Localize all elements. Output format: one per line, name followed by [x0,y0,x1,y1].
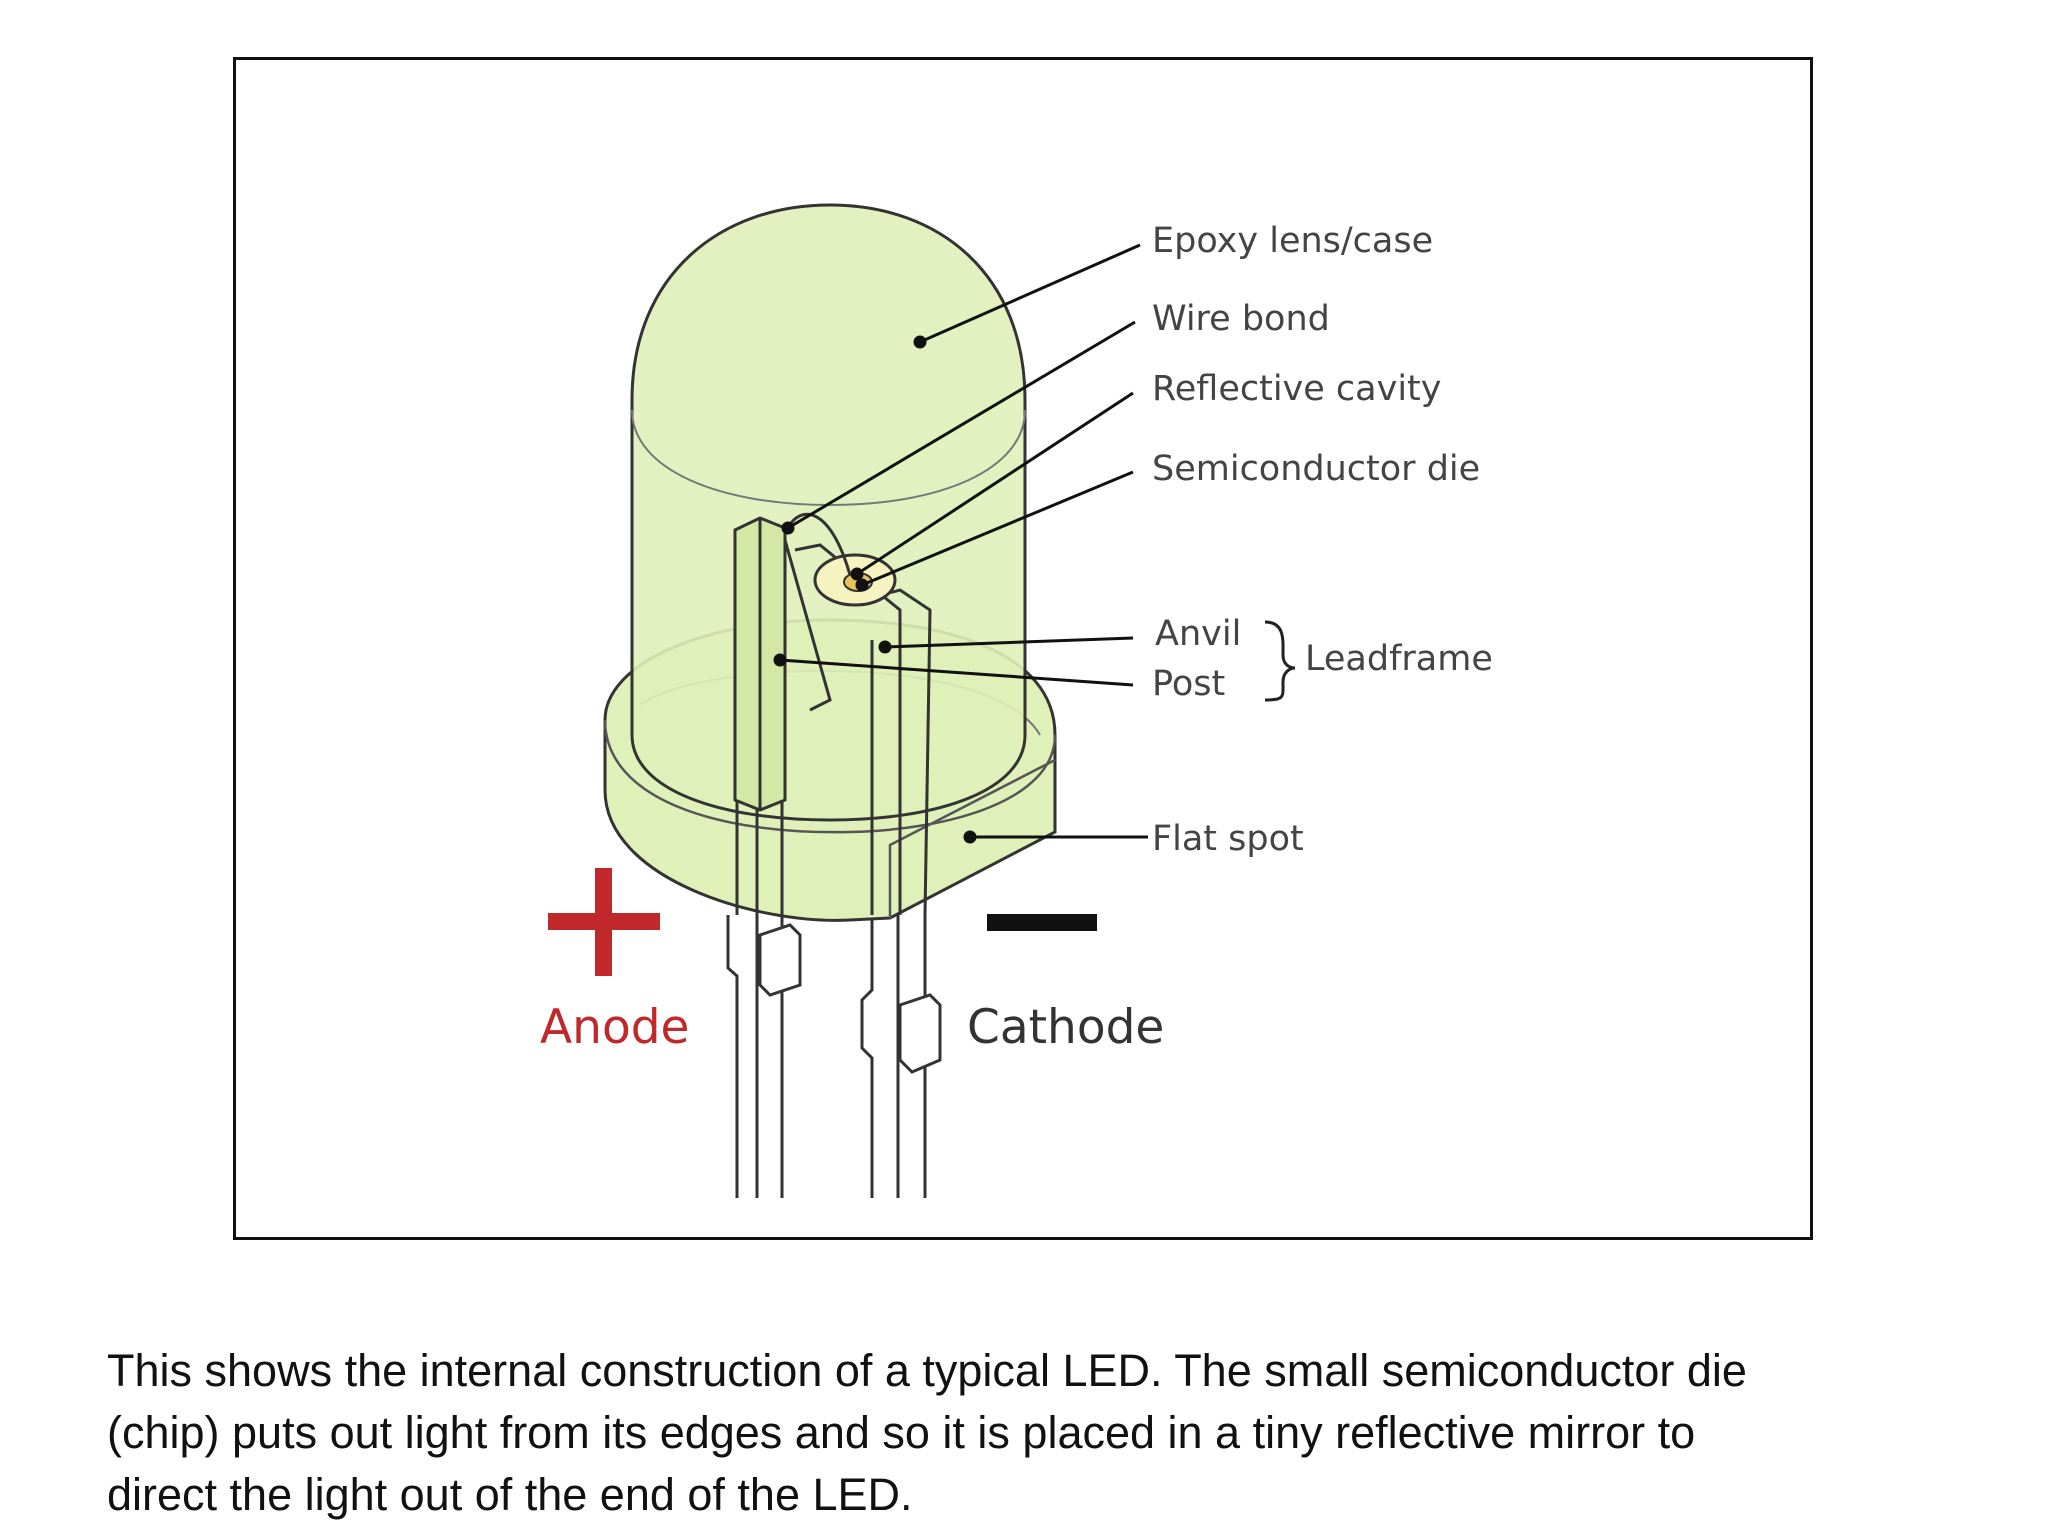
caption-line: (chip) puts out light from its edges and… [107,1407,1696,1458]
caption-line: This shows the internal construction of … [107,1345,1747,1396]
label-leadframe: Leadframe [1305,639,1493,679]
diagram-frame [233,57,1813,1240]
label-flat-spot: Flat spot [1152,819,1304,859]
wire-bond [786,512,852,576]
label-post: Post [1152,664,1225,704]
label-reflective-cavity: Reflective cavity [1152,369,1442,409]
label-semiconductor-die: Semiconductor die [1152,449,1480,489]
label-anvil: Anvil [1155,614,1241,654]
label-anode: Anode [540,1000,689,1055]
epoxy-lens [630,203,1027,822]
cathode-minus-icon: − [987,914,1097,931]
leadframe-post [733,516,832,915]
minus-sign: − [1041,924,1043,926]
anode-plus-icon: + [548,868,660,976]
callout-lines [773,243,1148,844]
leadframe-brace [1264,620,1296,702]
label-wire-bond: Wire bond [1152,299,1330,339]
plus-sign: + [603,938,605,941]
caption: This shows the internal construction of … [107,1340,1937,1526]
caption-line: direct the light out of the end of the L… [107,1469,913,1520]
label-epoxy-lens: Epoxy lens/case [1152,221,1433,261]
anode-lead [726,915,802,1198]
cathode-lead [860,915,942,1198]
led-diagram: Epoxy lens/case Wire bond Reflective cav… [540,203,1493,1198]
label-cathode: Cathode [967,1000,1164,1055]
